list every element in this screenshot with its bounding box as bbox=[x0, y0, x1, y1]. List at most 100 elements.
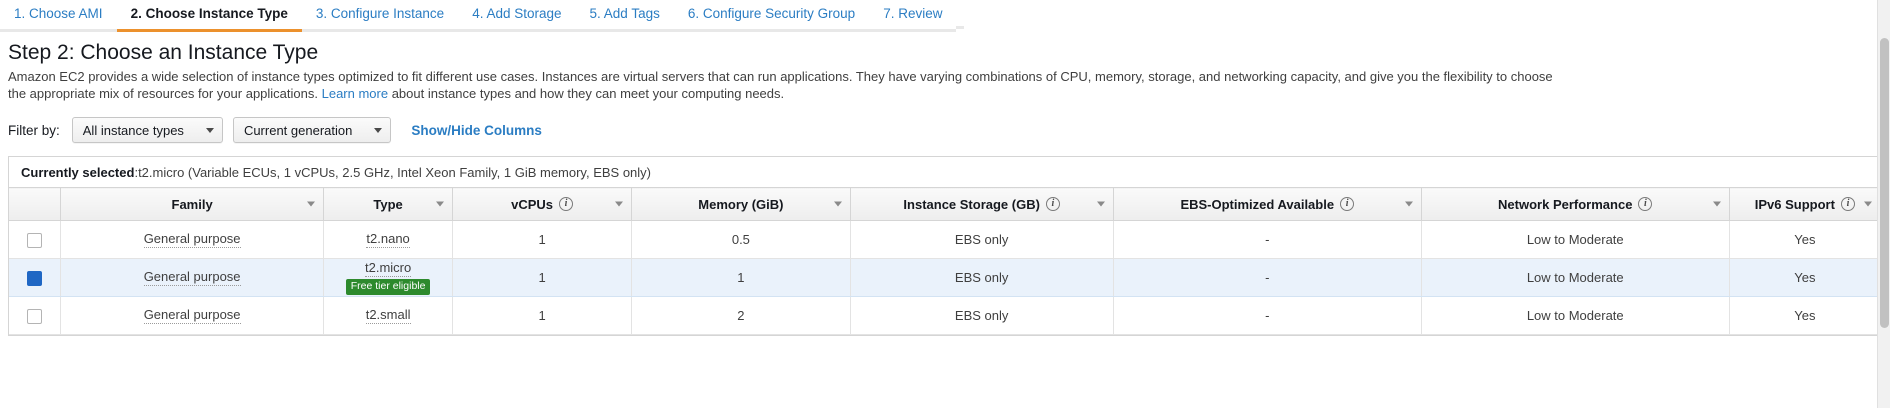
page-title: Step 2: Choose an Instance Type bbox=[8, 41, 319, 64]
info-icon[interactable]: i bbox=[1045, 197, 1060, 211]
column-header-ipv6[interactable]: IPv6 Support i bbox=[1729, 187, 1882, 221]
column-header-family[interactable]: Family bbox=[60, 187, 325, 221]
cell-storage: EBS only bbox=[850, 258, 1114, 297]
row-select-cell[interactable] bbox=[9, 296, 62, 335]
wizard-tab-1[interactable]: 1. Choose AMI bbox=[0, 0, 117, 32]
column-header-label-storage: Instance Storage (GB) bbox=[903, 196, 1040, 212]
chevron-down-icon bbox=[205, 127, 214, 133]
cell-ebs: - bbox=[1113, 220, 1422, 259]
sort-chevron-down-icon[interactable] bbox=[1864, 201, 1872, 207]
cell-family: General purpose bbox=[60, 296, 325, 335]
info-icon[interactable]: i bbox=[1340, 197, 1355, 211]
info-icon[interactable]: i bbox=[1840, 197, 1855, 211]
sort-chevron-down-icon[interactable] bbox=[1404, 201, 1413, 207]
generation-filter-select[interactable]: Current generation bbox=[232, 117, 392, 143]
sort-chevron-down-icon[interactable] bbox=[436, 201, 444, 207]
sort-chevron-down-icon[interactable] bbox=[615, 201, 624, 207]
page-scrollbar[interactable] bbox=[1877, 0, 1890, 408]
chevron-down-icon bbox=[374, 127, 383, 133]
cell-vcpus: 1 bbox=[452, 296, 633, 335]
family-label: General purpose bbox=[143, 307, 241, 324]
cell-storage: EBS only bbox=[850, 296, 1114, 335]
column-header-label-ipv6: IPv6 Support bbox=[1754, 196, 1835, 212]
type-label: t2.micro bbox=[364, 260, 412, 277]
cell-network: Low to Moderate bbox=[1421, 220, 1730, 259]
family-label: General purpose bbox=[143, 269, 241, 286]
wizard-tab-4[interactable]: 4. Add Storage bbox=[458, 0, 576, 32]
cell-vcpus: 1 bbox=[452, 220, 633, 259]
cell-network: Low to Moderate bbox=[1421, 296, 1730, 335]
sort-chevron-down-icon[interactable] bbox=[1712, 201, 1721, 207]
type-label: t2.small bbox=[365, 307, 411, 324]
info-icon[interactable]: i bbox=[559, 197, 574, 211]
sort-chevron-down-icon[interactable] bbox=[307, 201, 316, 207]
column-header-label-type: Type bbox=[373, 196, 403, 212]
cell-network: Low to Moderate bbox=[1421, 258, 1730, 297]
instance-type-filter-select[interactable]: All instance types bbox=[71, 117, 223, 143]
wizard-tab-2: 2. Choose Instance Type bbox=[116, 0, 302, 32]
column-header-inner-family: Family bbox=[67, 197, 317, 212]
column-header-check bbox=[9, 187, 62, 221]
column-header-inner-memory: Memory (GiB) bbox=[638, 197, 843, 212]
cell-ipv6: Yes bbox=[1729, 258, 1882, 297]
column-header-inner-type: Type bbox=[330, 197, 446, 212]
column-header-storage[interactable]: Instance Storage (GB) i bbox=[850, 187, 1114, 221]
row-select-cell[interactable] bbox=[9, 220, 62, 259]
learn-more-link[interactable]: Learn more bbox=[321, 86, 389, 101]
show-hide-columns-link[interactable]: Show/Hide Columns bbox=[411, 122, 542, 138]
column-header-label-family: Family bbox=[171, 196, 213, 212]
cell-memory: 2 bbox=[631, 296, 851, 335]
wizard-tab-7[interactable]: 7. Review bbox=[869, 0, 957, 32]
currently-selected-banner: Currently selected: t2.micro (Variable E… bbox=[8, 156, 1882, 187]
cell-ebs: - bbox=[1113, 258, 1422, 297]
row-checkbox-checked[interactable] bbox=[27, 270, 42, 286]
column-header-ebs[interactable]: EBS-Optimized Available i bbox=[1113, 187, 1422, 221]
cell-vcpus: 1 bbox=[452, 258, 633, 297]
column-header-label-vcpus: vCPUs bbox=[511, 196, 554, 212]
filter-by-label: Filter by: bbox=[8, 122, 60, 138]
filter-bar: Filter by: All instance types Current ge… bbox=[8, 117, 1890, 143]
row-select-cell[interactable] bbox=[9, 258, 62, 297]
sort-chevron-down-icon[interactable] bbox=[833, 201, 842, 207]
wizard-tab-filler bbox=[956, 0, 965, 29]
type-label: t2.nano bbox=[366, 231, 410, 248]
column-header-inner-ebs: EBS-Optimized Available i bbox=[1120, 197, 1415, 212]
cell-ipv6: Yes bbox=[1729, 220, 1882, 259]
column-header-network[interactable]: Network Performance i bbox=[1421, 187, 1730, 221]
column-header-inner-storage: Instance Storage (GB) i bbox=[857, 197, 1107, 212]
column-header-label-ebs: EBS-Optimized Available bbox=[1180, 196, 1335, 212]
cell-type: t2.nano bbox=[323, 220, 453, 259]
info-icon[interactable]: i bbox=[1638, 197, 1653, 211]
type-cell-inner: t2.nano bbox=[330, 231, 446, 248]
cell-family: General purpose bbox=[60, 258, 325, 297]
wizard-tab-5[interactable]: 5. Add Tags bbox=[575, 0, 674, 32]
wizard-tab-3[interactable]: 3. Configure Instance bbox=[301, 0, 459, 32]
column-header-label-memory: Memory (GiB) bbox=[698, 196, 784, 212]
page-description: Amazon EC2 provides a wide selection of … bbox=[8, 68, 1560, 102]
column-header-memory[interactable]: Memory (GiB) bbox=[631, 187, 851, 221]
row-checkbox[interactable] bbox=[27, 308, 42, 324]
sort-chevron-down-icon[interactable] bbox=[1096, 201, 1105, 207]
wizard-tab-6[interactable]: 6. Configure Security Group bbox=[673, 0, 870, 32]
free-tier-eligible-badge: Free tier eligible bbox=[345, 279, 431, 295]
row-checkbox[interactable] bbox=[27, 232, 42, 248]
page-description-part1: Amazon EC2 provides a wide selection of … bbox=[8, 69, 1553, 101]
currently-selected-separator: : bbox=[134, 164, 139, 180]
cell-ebs: - bbox=[1113, 296, 1422, 335]
column-header-label-network: Network Performance bbox=[1498, 196, 1633, 212]
currently-selected-value: t2.micro (Variable ECUs, 1 vCPUs, 2.5 GH… bbox=[138, 164, 651, 180]
page-scrollbar-thumb[interactable] bbox=[1880, 38, 1889, 328]
column-header-type[interactable]: Type bbox=[323, 187, 453, 221]
generation-filter-value: Current generation bbox=[243, 122, 353, 138]
